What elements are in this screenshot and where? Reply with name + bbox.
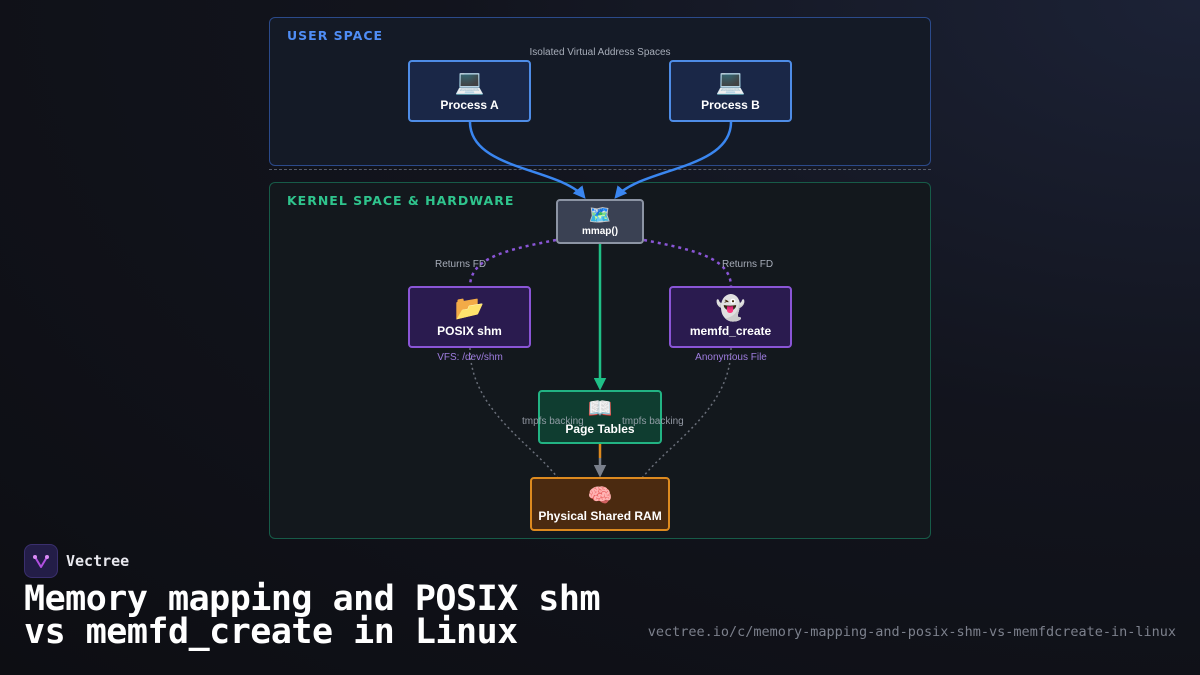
edge-memfd-ram <box>632 347 732 496</box>
process-b-node: 💻 Process B <box>669 60 792 122</box>
edge-posixshm-ram <box>469 347 568 496</box>
brand: Vectree <box>24 544 129 578</box>
user-space-title: USER SPACE <box>287 28 384 43</box>
brand-name: Vectree <box>66 552 130 570</box>
user-kernel-boundary <box>269 169 931 170</box>
returns-fd-left: Returns FD <box>435 259 487 270</box>
laptop-icon: 💻 <box>715 69 746 96</box>
returns-fd-right: Returns FD <box>722 259 774 270</box>
memfd-create-label: memfd_create <box>689 324 772 338</box>
address-space-caption: Isolated Virtual Address Spaces <box>529 47 671 58</box>
kernel-space-title: KERNEL SPACE & HARDWARE <box>287 193 515 208</box>
physical-ram-node: 🧠 Physical Shared RAM <box>530 477 670 531</box>
mmap-label: mmap() <box>581 226 619 237</box>
posix-shm-label: POSIX shm <box>437 324 502 338</box>
title-line-2: vs memfd_create in Linux <box>24 612 518 652</box>
mmap-node: 🗺️ mmap() <box>556 199 644 244</box>
process-a-node: 💻 Process A <box>408 60 531 122</box>
article-url: vectree.io/c/memory-mapping-and-posix-sh… <box>647 624 1176 640</box>
process-a-label: Process A <box>440 98 499 112</box>
page-tables-node: 📖 Page Tables <box>538 390 662 444</box>
tmpfs-backing-left: tmpfs backing <box>522 416 584 427</box>
memfd-create-node: 👻 memfd_create <box>669 286 792 348</box>
edge-mmap-posixshm <box>468 238 557 288</box>
edge-mmap-memfd <box>643 238 733 288</box>
posix-shm-node: 📂 POSIX shm <box>408 286 531 348</box>
edge-processb-mmap <box>614 121 733 199</box>
page-tables-label: Page Tables <box>565 422 635 436</box>
folder-icon: 📂 <box>454 295 485 322</box>
title-line-1: Memory mapping and POSIX shm <box>24 579 601 619</box>
laptop-icon: 💻 <box>454 69 485 96</box>
map-icon: 🗺️ <box>588 205 612 225</box>
brain-icon: 🧠 <box>587 485 613 507</box>
posix-shm-sublabel: VFS: /dev/shm <box>437 352 503 363</box>
edge-processa-mmap <box>468 121 586 199</box>
vectree-logo-icon <box>24 544 58 578</box>
user-space-panel <box>269 17 931 166</box>
book-icon: 📖 <box>587 398 613 420</box>
process-b-label: Process B <box>701 98 760 112</box>
page-title: Memory mapping and POSIX shm vs memfd_cr… <box>24 579 601 652</box>
memfd-create-sublabel: Anonymous File <box>695 352 767 363</box>
tmpfs-backing-right: tmpfs backing <box>622 416 684 427</box>
ghost-icon: 👻 <box>715 295 746 322</box>
physical-ram-label: Physical Shared RAM <box>538 509 662 523</box>
